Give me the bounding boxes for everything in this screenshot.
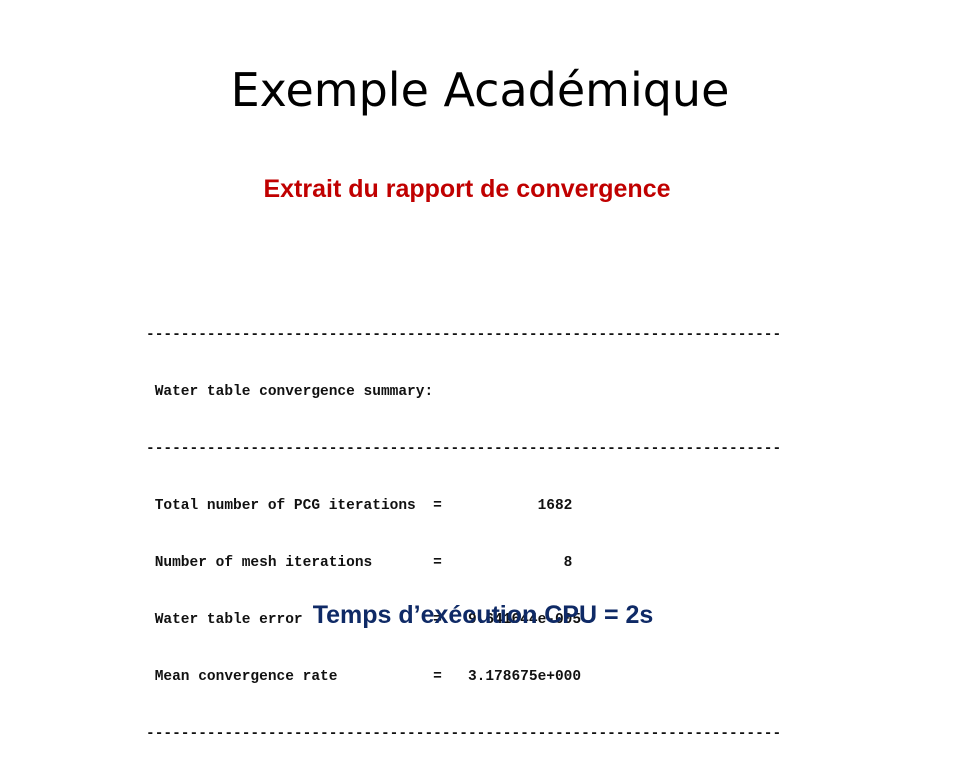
report-separator-middle: ----------------------------------------… (146, 441, 782, 457)
slide-title: Exemple Académique (230, 63, 730, 117)
report-row-water-table-error: Water table error = 9.641644e-005 (146, 612, 582, 628)
report-heading: Water table convergence summary: (146, 384, 434, 400)
report-separator-top: ----------------------------------------… (146, 327, 782, 343)
report-row-pcg-iterations: Total number of PCG iterations = 1682 (146, 498, 573, 514)
report-separator-bottom: ----------------------------------------… (146, 726, 782, 742)
report-row-mean-convergence-rate: Mean convergence rate = 3.178675e+000 (146, 669, 582, 685)
report-row-mesh-iterations: Number of mesh iterations = 8 (146, 555, 573, 571)
slide-subtitle: Extrait du rapport de convergence (263, 175, 671, 203)
cpu-time-footer: Temps d’exécution CPU = 2s (312, 601, 654, 629)
convergence-report: ----------------------------------------… (146, 288, 781, 763)
